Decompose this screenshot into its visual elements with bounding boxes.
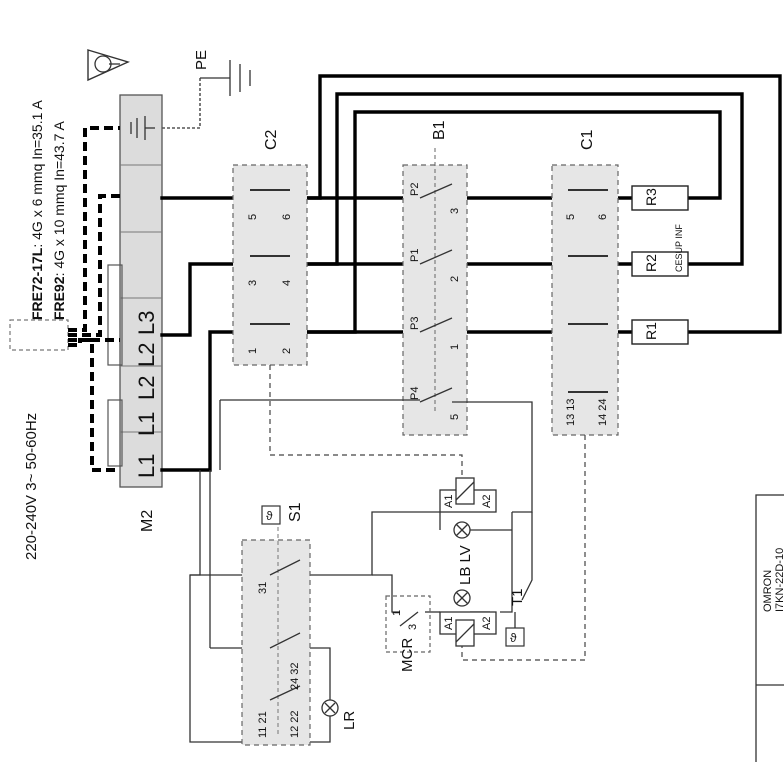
c2-contact-3: 3: [247, 280, 259, 286]
breaker-contact-2: 2: [449, 276, 461, 282]
breaker-contact-5: 5: [449, 414, 461, 420]
resistor-r2-label: R2: [643, 254, 659, 272]
omron-brand: OMRON: [762, 570, 774, 612]
supply-plug: [9, 319, 69, 351]
svg-text:FRE72-17L: 4G x 6 mmq In=35.1: FRE72-17L: 4G x 6 mmq In=35.1 A: [29, 100, 45, 320]
coil-lower: [439, 611, 497, 647]
cable-1-spec: : 4G x 6 mmq In=35.1 A: [29, 100, 45, 248]
c2-contact-2: 2: [281, 348, 293, 354]
cable-2-spec: : 4G x 10 mmq In=43.7 A: [51, 121, 67, 277]
terminal-l1-b: L1: [134, 454, 159, 478]
mcr-contact-3: 3: [407, 624, 419, 630]
supply-conductors: [68, 126, 120, 472]
switch-contact-31: 31: [257, 582, 269, 594]
terminal-block-name: M2: [139, 510, 156, 532]
breaker-pole-p2: P2: [409, 183, 421, 196]
mcr-contact-blade: [399, 611, 419, 627]
terminal-l3: L3: [134, 311, 159, 335]
breaker-contact-3: 3: [449, 208, 461, 214]
breaker-b1-label: B1: [431, 120, 448, 140]
omron-model: I7KN-22D-10: [774, 548, 784, 612]
mcr-label: MCR: [399, 638, 416, 672]
breaker-pole-p4: P4: [409, 387, 421, 400]
cable-2-model: FRE92: [51, 276, 67, 320]
switch-s1-actuator-icon: ϑ: [261, 505, 281, 525]
terminal-l2-a: L2: [134, 343, 159, 367]
svg-text:FRE92: 4G x 10 mmq In=43.7 A: FRE92: 4G x 10 mmq In=43.7 A: [51, 121, 67, 320]
lamp-lr-icon: [321, 699, 339, 717]
coil-lower-a1: A1: [443, 617, 455, 630]
contactor-c2: [232, 164, 308, 366]
switch-contact-12-22: 12 22: [289, 710, 301, 738]
switch-s1-blades: [269, 520, 301, 735]
cesup-label: CESUP INF: [674, 224, 684, 272]
resistor-r1: [631, 319, 689, 345]
control-wiring: [189, 399, 533, 743]
coil-upper-a1: A1: [443, 495, 455, 508]
resistor-r3: [631, 185, 689, 211]
svg-text:ϑ: ϑ: [266, 509, 273, 523]
switch-s1-label: S1: [287, 502, 304, 522]
c2-contact-6: 6: [281, 214, 293, 220]
c1-contact-bars: [568, 189, 608, 393]
pe-wire: [155, 78, 201, 129]
resistor-r3-label: R3: [643, 188, 659, 206]
coil-upper-a2: A2: [481, 495, 493, 508]
lamp-lb-lv-label: LB LV: [457, 545, 474, 585]
svg-text:ϑ: ϑ: [510, 631, 517, 645]
coil-lower-a2: A2: [481, 617, 493, 630]
timer-t1-icon: ϑ: [505, 627, 525, 647]
earth-ground-icon: [200, 60, 251, 96]
c1-contact-13: 13 13: [565, 398, 577, 426]
lamp-lb-lv-icon: [439, 512, 512, 607]
mcr-relay: [385, 595, 431, 653]
breaker-pole-p1: P1: [409, 249, 421, 262]
c1-contact-6: 6: [597, 214, 609, 220]
resistor-r2: [631, 251, 689, 277]
c1-contact-5: 5: [565, 214, 577, 220]
switch-contact-11-21: 11 21: [257, 711, 269, 738]
c2-contact-bars: [250, 189, 290, 325]
c2-contact-1: 1: [247, 348, 259, 354]
contactor-c1-label: C1: [579, 129, 596, 150]
terminal-l1-a: L1: [134, 412, 159, 436]
breaker-contact-1: 1: [449, 344, 461, 350]
contactor-c1: [551, 164, 619, 436]
terminal-l2-b: L2: [134, 376, 159, 400]
lamp-lr-label: LR: [341, 711, 358, 730]
cable-1-label: FRE72-17L: 4G x 6 mmq In=35.1 A: [29, 100, 45, 320]
omron-relay-box: [755, 494, 784, 762]
breaker-pole-p3: P3: [409, 317, 421, 330]
terminal-block-m2: [107, 94, 163, 488]
control-dashed-links: [269, 365, 586, 661]
cable-1-model: FRE72-17L: [29, 247, 45, 320]
cable-2-label: FRE92: 4G x 10 mmq In=43.7 A: [51, 121, 67, 320]
coil-upper: [439, 477, 497, 513]
equipotential-icon: [87, 49, 130, 82]
switch-contact-24-32: 24 32: [289, 662, 301, 690]
supply-voltage-label: 220-240V 3~ 50-60Hz: [23, 413, 40, 560]
block-earth-icon: [130, 116, 155, 140]
timer-t1-label: T1: [509, 588, 526, 606]
breaker-switch-blades: [419, 183, 453, 403]
c2-contact-4: 4: [281, 280, 293, 286]
contactor-c2-label: C2: [263, 129, 280, 150]
c1-contact-14: 14 24: [597, 398, 609, 426]
resistor-r1-label: R1: [643, 322, 659, 340]
switch-s1: [241, 539, 311, 746]
pe-label: PE: [193, 50, 210, 70]
c2-contact-5: 5: [247, 214, 259, 220]
mcr-contact-1: 1: [391, 610, 403, 616]
